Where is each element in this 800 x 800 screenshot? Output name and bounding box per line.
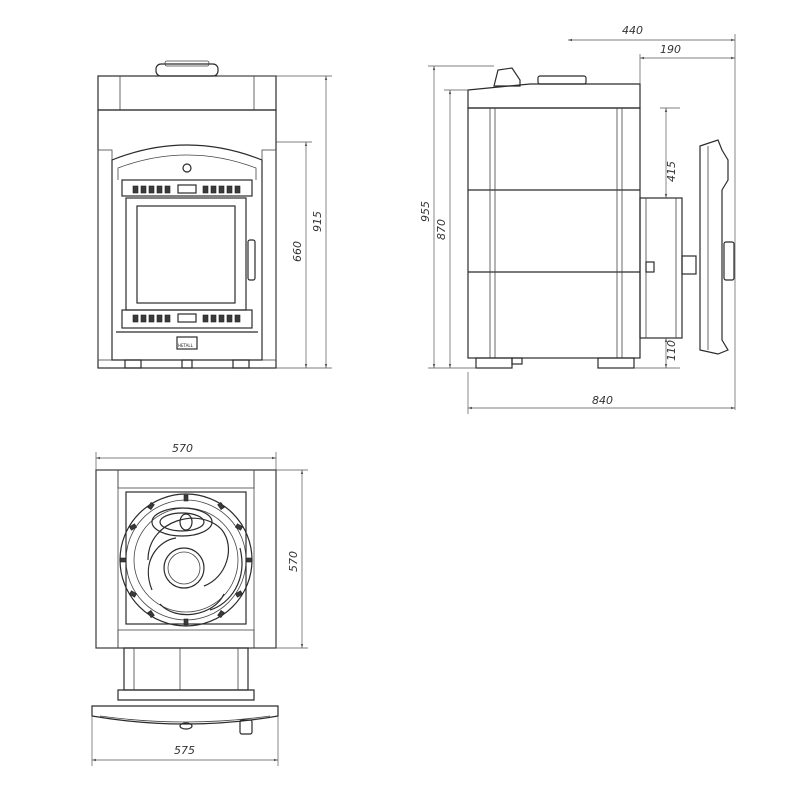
top-view: 570 570 575	[91, 442, 308, 766]
dim-side-tunnel-bottom-offset: 110	[665, 340, 678, 361]
dim-side-depth-top: 440	[622, 24, 643, 37]
dim-side-body-height: 870	[435, 219, 448, 240]
dim-side-total-height: 955	[419, 201, 432, 222]
dim-front-total-height: 915	[311, 211, 324, 232]
dim-front-door-height: 660	[291, 241, 304, 262]
dim-side-depth-tunnel: 190	[660, 43, 681, 56]
dim-top-body-depth: 570	[287, 551, 300, 572]
side-view: 440 190 955 870 415 110 840	[419, 24, 736, 414]
dim-side-total-length: 840	[592, 394, 613, 407]
dim-top-body-width: 570	[172, 442, 193, 455]
top-plate-vent-ring	[119, 494, 253, 626]
front-view: HETALL 660 915	[97, 60, 332, 369]
lower-vent-slots	[132, 313, 241, 323]
dim-top-door-width: 575	[174, 744, 195, 757]
upper-vent-slots	[132, 184, 241, 194]
brand-badge-text: HETALL	[178, 343, 194, 348]
dim-side-tunnel-top-offset: 415	[665, 161, 678, 182]
